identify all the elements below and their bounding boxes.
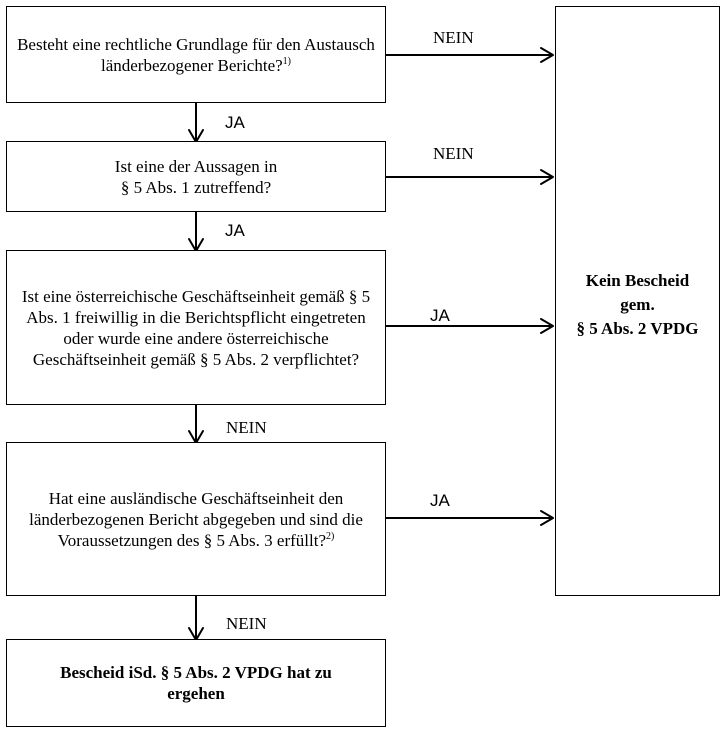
edge-label-q1-down: JA	[225, 113, 245, 132]
edge-label-q4-right: JA	[430, 491, 450, 510]
arrowhead-q2-right	[540, 169, 554, 185]
question-austrian-entity-text: Ist eine österreichische Geschäftseinhei…	[21, 286, 371, 369]
edge-label-q3-right: JA	[430, 306, 450, 325]
question-section5-line2: § 5 Abs. 1 zutreffend?	[120, 177, 272, 197]
edge-label-q4-down: NEIN	[226, 614, 267, 633]
result-no-decision-line1: Kein Bescheid	[585, 271, 690, 290]
edge-label-q2-right: NEIN	[433, 144, 474, 163]
question-section5-line1: Ist eine der Aussagen in	[114, 156, 278, 176]
footnote-2: 2)	[326, 530, 335, 542]
edge-label-q2-down: JA	[225, 221, 245, 240]
question-foreign-entity-text: Hat eine ausländische Geschäftseinheit d…	[29, 488, 363, 550]
question-box-foreign-entity: Hat eine ausländische Geschäftseinheit d…	[6, 442, 386, 596]
result-box-no-decision: Kein Bescheid gem. § 5 Abs. 2 VPDG	[555, 6, 720, 596]
arrowhead-q3-right	[540, 318, 554, 334]
edge-label-q1-right: NEIN	[433, 28, 474, 47]
result-decision-required-text: Bescheid iSd. § 5 Abs. 2 VPDG hat zu erg…	[60, 663, 332, 703]
question-box-austrian-entity: Ist eine österreichische Geschäftseinhei…	[6, 250, 386, 405]
footnote-1: 1)	[282, 55, 292, 67]
result-box-decision-required: Bescheid iSd. § 5 Abs. 2 VPDG hat zu erg…	[6, 639, 386, 727]
question-legal-basis-text: Besteht eine rechtliche Grundlage für de…	[17, 34, 375, 75]
question-box-section5-statements: Ist eine der Aussagen in § 5 Abs. 1 zutr…	[6, 141, 386, 212]
result-no-decision-line3: § 5 Abs. 2 VPDG	[576, 319, 699, 338]
edge-label-q3-down: NEIN	[226, 418, 267, 437]
arrowhead-q4-right	[540, 510, 554, 526]
arrowhead-q1-right	[540, 47, 554, 63]
question-box-legal-basis: Besteht eine rechtliche Grundlage für de…	[6, 6, 386, 103]
result-no-decision-line2: gem.	[620, 295, 655, 314]
